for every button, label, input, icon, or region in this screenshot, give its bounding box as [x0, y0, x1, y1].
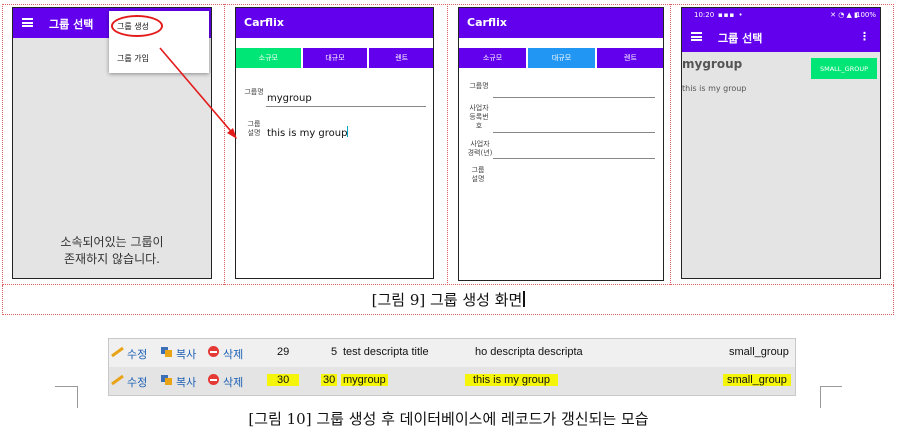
figure-10-caption: [그림 10] 그룹 생성 후 데이터베이스에 레코드가 갱신되는 모습	[248, 410, 649, 428]
figure-9: 그룹 선택 그룹 생성 그룹 가입 소속되어있는 그룹이 존재하지 않습니다. …	[0, 4, 897, 315]
app-bar-title: Carflix	[467, 16, 507, 29]
group-desc: this is my group	[682, 84, 747, 93]
delete-button[interactable]: 삭제	[223, 377, 244, 389]
business-number-field[interactable]	[493, 132, 655, 133]
empty-message-line: 존재하지 않습니다.	[64, 252, 160, 266]
status-bar: 10:20 ▪▪▪ • ✕ ◔ ▲ ▮ 100%	[682, 8, 880, 22]
page-corner-mark	[77, 386, 78, 408]
highlight-ellipse	[111, 15, 163, 37]
tab-large[interactable]: 대규모	[528, 48, 595, 68]
screen-create-large-group: Carflix 소규모 대규모 렌트 그룹명 사업자 등록번 호 사업자 경력(…	[458, 7, 664, 281]
edit-button[interactable]: 수정	[127, 349, 148, 361]
pencil-icon[interactable]	[111, 375, 125, 385]
tab-large[interactable]: 대규모	[302, 48, 368, 68]
app-bar: Carflix	[459, 8, 663, 38]
screen-create-small-group: Carflix 소규모 대규모 렌트 그룹명 mygroup 그룹 설명 thi…	[235, 7, 434, 279]
empty-message: 소속되어있는 그룹이 존재하지 않습니다.	[13, 234, 211, 268]
copy-icon[interactable]	[160, 374, 173, 386]
cell-divider	[670, 4, 671, 285]
cell-id: 30	[267, 374, 300, 386]
cell-desc: this is my group	[465, 374, 559, 386]
pencil-icon[interactable]	[111, 347, 125, 357]
page-corner-mark	[820, 386, 821, 408]
figure-9-caption-frame	[2, 285, 894, 315]
text-cursor	[347, 126, 349, 137]
menu-icon[interactable]	[22, 18, 33, 27]
page-corner-mark	[55, 386, 77, 408]
copy-button[interactable]: 복사	[176, 377, 197, 389]
group-name-input[interactable]: mygroup	[267, 93, 312, 104]
figure-9-frame	[2, 4, 894, 285]
business-years-label: 사업자 경력(년)	[467, 140, 493, 157]
copy-button[interactable]: 복사	[176, 349, 197, 361]
group-type-tabs: 소규모 대규모 렌트	[236, 48, 433, 68]
cell-divider	[447, 4, 448, 285]
cell-num: 5	[331, 346, 338, 358]
screen-group-list: 10:20 ▪▪▪ • ✕ ◔ ▲ ▮ 100% 그룹 선택 ⋮ mygroup…	[681, 7, 881, 279]
group-name-field[interactable]	[493, 97, 655, 98]
tab-small[interactable]: 소규모	[459, 48, 526, 68]
group-desc-text: this is my group	[267, 128, 348, 139]
app-bar-title: 그룹 선택	[718, 32, 763, 45]
group-name[interactable]: mygroup	[682, 57, 743, 71]
battery-level: 100%	[855, 11, 876, 19]
cell-id: 29	[277, 346, 290, 358]
empty-message-line: 소속되어있는 그룹이	[60, 235, 164, 249]
group-name-label: 그룹명	[244, 88, 264, 96]
menu-item-join-group[interactable]: 그룹 가입	[117, 54, 149, 63]
cell-title: mygroup	[341, 374, 388, 386]
cell-type: small_group	[729, 346, 789, 358]
app-bar: Carflix	[236, 8, 433, 38]
screen-group-select: 그룹 선택 그룹 생성 그룹 가입 소속되어있는 그룹이 존재하지 않습니다.	[12, 7, 212, 279]
text-cursor	[523, 291, 526, 307]
business-number-label: 사업자 등록번 호	[469, 104, 489, 130]
tab-rent[interactable]: 렌트	[369, 48, 433, 68]
cell-desc: ho descripta descripta	[475, 346, 583, 358]
delete-icon[interactable]	[208, 346, 219, 357]
business-years-field[interactable]	[493, 158, 655, 159]
more-options-icon[interactable]: ⋮	[859, 30, 870, 43]
app-bar: 그룹 선택 ⋮	[682, 22, 880, 52]
group-desc-input[interactable]: this is my group	[267, 126, 349, 139]
copy-icon[interactable]	[160, 346, 173, 358]
tab-rent[interactable]: 렌트	[597, 48, 663, 68]
group-desc-label: 그룹 설명	[247, 120, 261, 137]
notification-icons: ▪▪▪ •	[718, 11, 744, 19]
group-name-label: 그룹명	[469, 82, 489, 90]
menu-icon[interactable]	[691, 32, 702, 41]
tab-small[interactable]: 소규모	[236, 48, 301, 68]
figure-9-caption: [그림 9] 그룹 생성 화면	[0, 289, 897, 310]
table-row: 수정 복사 삭제 29 5 test descripta title ho de…	[109, 339, 795, 367]
overflow-menu: 그룹 생성 그룹 가입	[109, 11, 209, 73]
app-bar-title: Carflix	[244, 16, 284, 29]
group-type-badge[interactable]: SMALL_GROUP	[811, 58, 877, 79]
database-table: 수정 복사 삭제 29 5 test descripta title ho de…	[108, 338, 796, 396]
delete-icon[interactable]	[208, 374, 219, 385]
group-type-tabs: 소규모 대규모 렌트	[459, 48, 663, 68]
app-bar-title: 그룹 선택	[49, 18, 94, 31]
cell-divider	[224, 4, 225, 285]
status-time: 10:20	[694, 11, 715, 19]
figure-9-caption-text: [그림 9] 그룹 생성 화면	[371, 291, 523, 309]
delete-button[interactable]: 삭제	[223, 349, 244, 361]
page-corner-mark	[820, 386, 842, 408]
group-desc-label: 그룹 설명	[471, 166, 485, 183]
group-name-underline	[266, 106, 426, 107]
table-row: 수정 복사 삭제 30 30 mygroup this is my group …	[109, 367, 795, 395]
cell-type: small_group	[723, 374, 791, 386]
cell-title: test descripta title	[343, 346, 429, 358]
edit-button[interactable]: 수정	[127, 377, 148, 389]
signal-icons: ✕ ◔ ▲ ▮	[830, 11, 858, 19]
cell-num: 30	[321, 374, 338, 386]
